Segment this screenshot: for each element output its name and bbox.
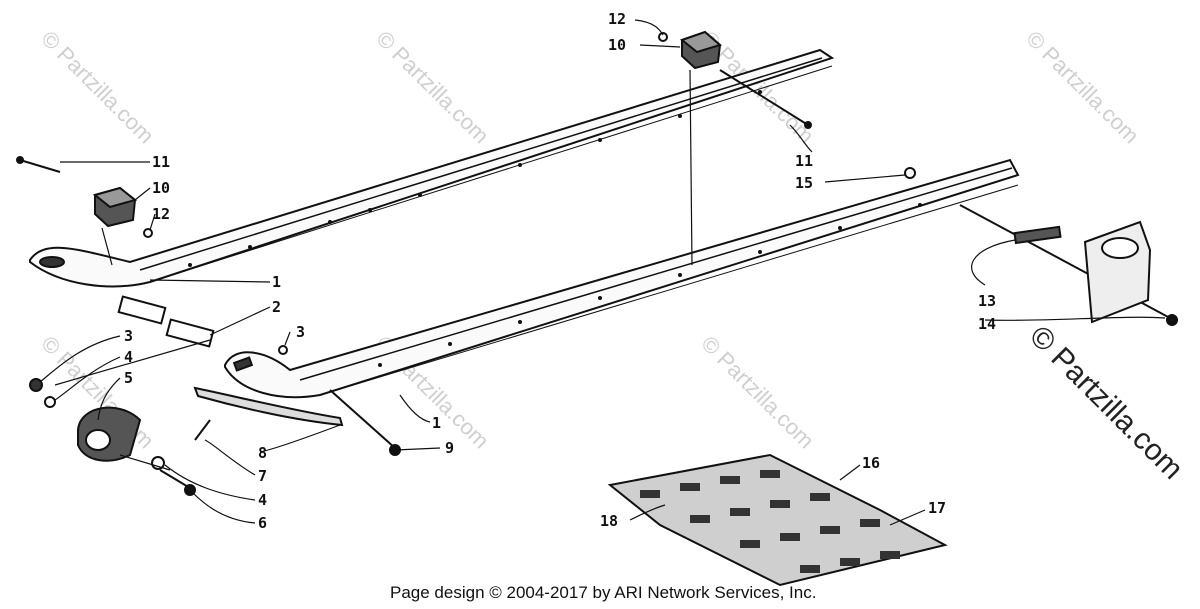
callout-7: 7 xyxy=(258,467,267,485)
callout-17: 17 xyxy=(928,499,946,517)
callout-4-bottom: 4 xyxy=(258,491,267,509)
watermark-large: © Partzilla.com xyxy=(1023,320,1189,486)
callout-6: 6 xyxy=(258,514,267,532)
callout-18: 18 xyxy=(600,512,618,530)
spacer-block-top xyxy=(679,30,723,70)
callout-5: 5 xyxy=(124,369,133,387)
callout-12-top: 12 xyxy=(608,10,626,28)
callout-10-left: 10 xyxy=(152,179,170,197)
wear-strip xyxy=(193,386,344,427)
watermark-1: © Partzilla.com xyxy=(36,26,159,149)
footer-copyright: Page design © 2004-2017 by ARI Network S… xyxy=(390,583,816,602)
callout-11-right: 11 xyxy=(795,152,813,170)
callout-10-top: 10 xyxy=(608,36,626,54)
callout-9: 9 xyxy=(445,439,454,457)
bogie-bracket xyxy=(77,406,142,462)
upper-slide-rail xyxy=(29,48,835,288)
callout-labels: 12 10 11 10 12 11 15 1 2 3 3 4 5 1 9 8 7… xyxy=(124,10,996,532)
callout-3-right: 3 xyxy=(296,323,305,341)
watermark-2: © Partzilla.com xyxy=(371,26,494,149)
callout-11-left: 11 xyxy=(152,153,170,171)
callout-8: 8 xyxy=(258,444,267,462)
lower-slide-rail xyxy=(224,158,1020,399)
callout-14: 14 xyxy=(978,315,996,333)
track-section xyxy=(607,453,948,587)
callout-1-lower: 1 xyxy=(432,414,441,432)
watermark-7: © Partzilla.com xyxy=(696,331,819,454)
callout-1-upper: 1 xyxy=(272,273,281,291)
leader-lines xyxy=(39,19,1166,526)
callout-15: 15 xyxy=(795,174,813,192)
axle-tubes xyxy=(117,295,215,348)
callout-16: 16 xyxy=(862,454,880,472)
mounting-plate xyxy=(1013,220,1152,324)
callout-3-left: 3 xyxy=(124,327,133,345)
callout-2: 2 xyxy=(272,298,281,316)
callout-13: 13 xyxy=(978,292,996,310)
callout-12-left: 12 xyxy=(152,205,170,223)
spacer-block-left xyxy=(92,186,138,228)
callout-4-left: 4 xyxy=(124,348,133,366)
watermark-4: © Partzilla.com xyxy=(1021,26,1144,149)
